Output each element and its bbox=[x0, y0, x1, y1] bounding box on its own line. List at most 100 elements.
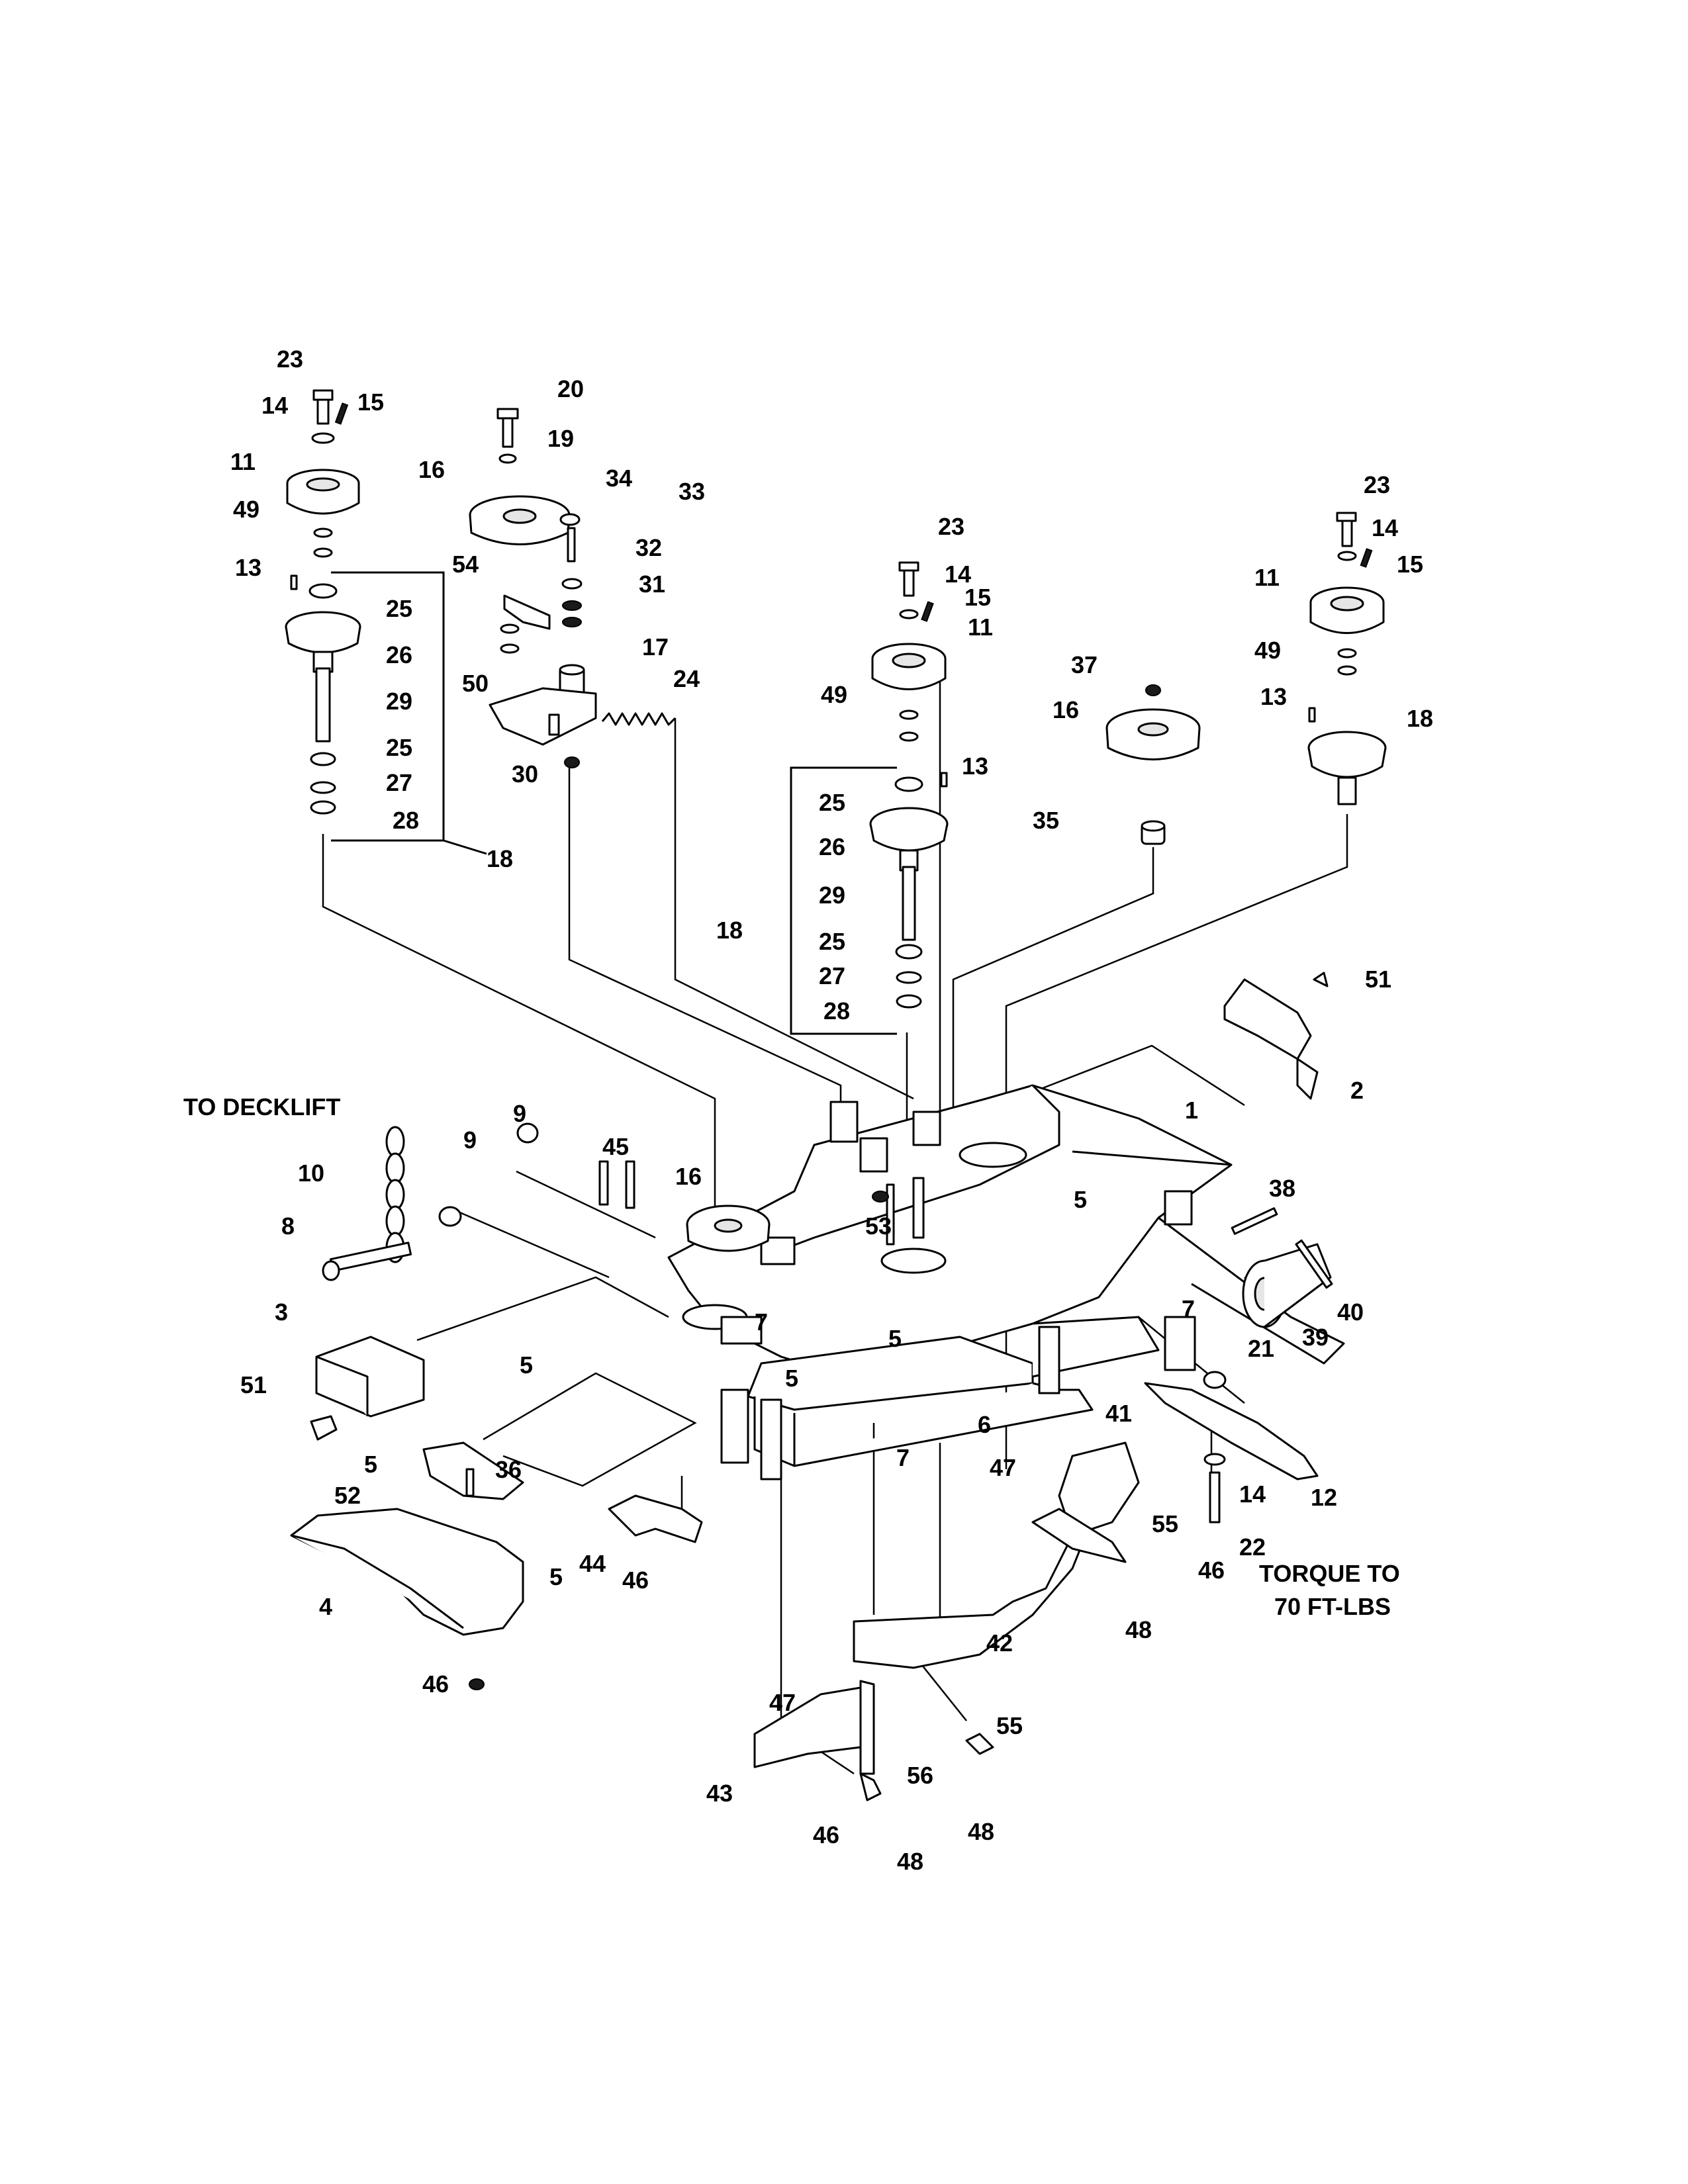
callout-14: 14 bbox=[1372, 514, 1398, 541]
callout-16: 16 bbox=[675, 1163, 702, 1190]
callout-12: 12 bbox=[1311, 1484, 1337, 1511]
callout-25: 25 bbox=[819, 928, 845, 955]
idler-assembly bbox=[469, 408, 677, 768]
callout-46: 46 bbox=[422, 1670, 449, 1698]
baffles bbox=[608, 1441, 1140, 1801]
callout-23: 23 bbox=[277, 345, 303, 373]
callout-14: 14 bbox=[945, 561, 971, 588]
callout-15: 15 bbox=[357, 388, 384, 416]
right-spindle-assembly bbox=[1307, 512, 1387, 805]
callout-47: 47 bbox=[769, 1689, 796, 1716]
callout-25: 25 bbox=[819, 789, 845, 816]
callout-22: 22 bbox=[1239, 1533, 1266, 1561]
callout-7: 7 bbox=[1182, 1295, 1195, 1322]
callout-9: 9 bbox=[513, 1100, 526, 1127]
callout-51: 51 bbox=[240, 1371, 267, 1398]
decklift-chain bbox=[322, 1122, 635, 1281]
callout-6: 6 bbox=[978, 1411, 991, 1438]
callout-24: 24 bbox=[673, 665, 700, 692]
callout-35: 35 bbox=[1033, 807, 1059, 834]
covers bbox=[310, 972, 1329, 1441]
callout-16: 16 bbox=[1053, 696, 1079, 723]
callout-30: 30 bbox=[512, 760, 538, 788]
callout-48: 48 bbox=[897, 1848, 923, 1875]
callout-32: 32 bbox=[635, 534, 662, 561]
callout-53: 53 bbox=[865, 1212, 892, 1240]
callout-25: 25 bbox=[386, 595, 412, 622]
callout-3: 3 bbox=[275, 1298, 288, 1326]
callout-48: 48 bbox=[968, 1818, 994, 1845]
callout-20: 20 bbox=[557, 375, 584, 402]
mower-deck bbox=[667, 1084, 1345, 1480]
callout-54: 54 bbox=[452, 551, 479, 578]
callout-25: 25 bbox=[386, 734, 412, 761]
callout-13: 13 bbox=[1260, 683, 1287, 710]
callout-38: 38 bbox=[1269, 1175, 1295, 1202]
callout-4: 4 bbox=[319, 1593, 332, 1620]
callout-14: 14 bbox=[261, 392, 288, 419]
decklift-note: TO DECKLIFT bbox=[183, 1093, 340, 1120]
callout-21: 21 bbox=[1248, 1335, 1274, 1362]
discharge-chute bbox=[290, 1441, 524, 1690]
torque-note-line2: 70 FT-LBS bbox=[1274, 1593, 1391, 1620]
callout-5: 5 bbox=[785, 1365, 798, 1392]
callout-55: 55 bbox=[1152, 1510, 1178, 1537]
callout-13: 13 bbox=[235, 554, 261, 581]
callout-15: 15 bbox=[964, 584, 991, 611]
callout-29: 29 bbox=[386, 688, 412, 715]
callout-5: 5 bbox=[520, 1351, 533, 1379]
callout-49: 49 bbox=[233, 496, 259, 523]
callout-52: 52 bbox=[334, 1482, 361, 1509]
callout-51: 51 bbox=[1365, 966, 1391, 993]
callout-11: 11 bbox=[968, 614, 993, 641]
callout-5: 5 bbox=[549, 1563, 563, 1590]
callout-37: 37 bbox=[1071, 651, 1098, 678]
callout-45: 45 bbox=[602, 1133, 629, 1160]
callout-11: 11 bbox=[1254, 564, 1280, 591]
callout-47: 47 bbox=[990, 1454, 1016, 1481]
callout-44: 44 bbox=[579, 1550, 606, 1577]
torque-note-line1: TORQUE TO bbox=[1259, 1560, 1400, 1587]
callout-5: 5 bbox=[1074, 1186, 1087, 1213]
callout-46: 46 bbox=[622, 1567, 649, 1594]
callout-39: 39 bbox=[1302, 1324, 1329, 1351]
callout-labels: 1 2 3 4 5 5 5 5 5 5 6 7 7 7 8 9 9 10 11 … bbox=[230, 345, 1433, 1875]
callout-5: 5 bbox=[888, 1325, 902, 1352]
callout-14: 14 bbox=[1239, 1480, 1266, 1508]
callout-27: 27 bbox=[386, 769, 412, 796]
callout-18: 18 bbox=[487, 845, 513, 872]
callout-23: 23 bbox=[938, 513, 964, 540]
callout-48: 48 bbox=[1125, 1616, 1152, 1643]
callout-27: 27 bbox=[819, 962, 845, 989]
callout-26: 26 bbox=[819, 833, 845, 860]
callout-7: 7 bbox=[896, 1444, 910, 1471]
callout-23: 23 bbox=[1364, 471, 1390, 498]
center-right-pulley-assembly bbox=[1105, 684, 1201, 845]
callout-29: 29 bbox=[819, 882, 845, 909]
callout-49: 49 bbox=[1254, 637, 1281, 664]
callout-43: 43 bbox=[706, 1780, 733, 1807]
callout-50: 50 bbox=[462, 670, 489, 697]
callout-33: 33 bbox=[679, 478, 705, 505]
callout-13: 13 bbox=[962, 752, 988, 780]
callout-46: 46 bbox=[813, 1821, 839, 1848]
callout-8: 8 bbox=[281, 1212, 295, 1240]
callout-28: 28 bbox=[393, 807, 419, 834]
callout-41: 41 bbox=[1105, 1400, 1132, 1427]
callout-46: 46 bbox=[1198, 1557, 1225, 1584]
callout-28: 28 bbox=[823, 997, 850, 1024]
callout-11: 11 bbox=[230, 448, 256, 475]
callout-5: 5 bbox=[364, 1451, 377, 1478]
callout-36: 36 bbox=[495, 1456, 522, 1483]
callout-55: 55 bbox=[996, 1712, 1023, 1739]
callout-7: 7 bbox=[755, 1308, 768, 1336]
callout-56: 56 bbox=[907, 1762, 933, 1789]
callout-19: 19 bbox=[547, 425, 574, 452]
callout-42: 42 bbox=[986, 1629, 1013, 1657]
notes: TO DECKLIFT TORQUE TO 70 FT-LBS bbox=[183, 1093, 1400, 1620]
callout-18: 18 bbox=[716, 917, 743, 944]
callout-1: 1 bbox=[1185, 1097, 1198, 1124]
callout-49: 49 bbox=[821, 681, 847, 708]
callout-18: 18 bbox=[1407, 705, 1433, 732]
